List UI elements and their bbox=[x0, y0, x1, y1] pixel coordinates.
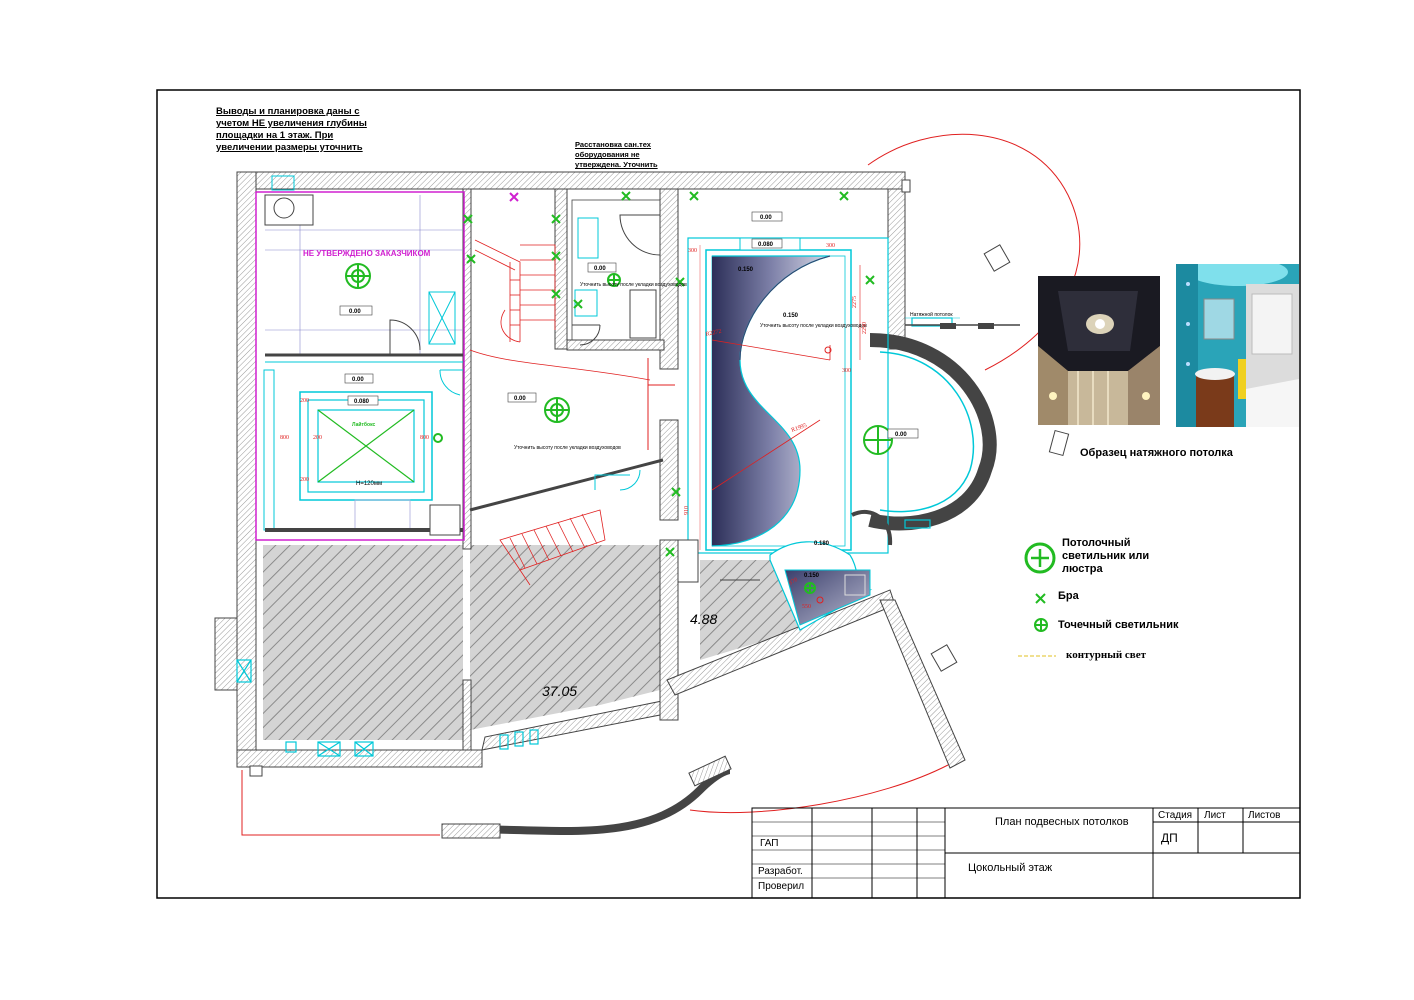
dim-800b: 800 bbox=[420, 435, 429, 441]
depth-note-line-1: Выводы и планировка даны с bbox=[216, 106, 360, 117]
tension-ceiling-label: Натяжной потолок bbox=[910, 311, 953, 318]
level-pool-top: 0.00 bbox=[760, 215, 772, 221]
sample-photo-bathroom bbox=[1176, 264, 1299, 427]
legend-spot: Точечный светильник bbox=[1058, 619, 1179, 631]
legend-ceiling-light-line-1: Потолочный bbox=[1062, 537, 1131, 549]
clarify-bath: Уточнить высоту после укладки воздуховод… bbox=[580, 282, 687, 288]
legend-ceiling-light-line-3: люстра bbox=[1062, 563, 1103, 576]
garage-hatch-left bbox=[263, 545, 463, 740]
depth-note: Выводы и планировка даны с учетом НЕ уве… bbox=[216, 106, 367, 154]
level-hall: 0.00 bbox=[514, 396, 526, 402]
stage-value: ДП bbox=[1161, 831, 1178, 845]
plumbing-note-line-1: Расстановка сан.тех bbox=[575, 140, 651, 149]
level-lightbox: 0.080 bbox=[354, 399, 370, 405]
lightbox-label: Лайтбокс bbox=[352, 421, 376, 428]
dim-2290: 2290 bbox=[862, 322, 868, 334]
dim-200b: 200 bbox=[313, 435, 322, 441]
legend-ceiling-light: Потолочный светильник или люстра bbox=[1062, 537, 1149, 577]
level-lower-a: 0.180 bbox=[814, 541, 830, 547]
storage-hatch bbox=[700, 560, 800, 660]
red-line-bottom bbox=[241, 770, 440, 836]
level-bay: 0.00 bbox=[895, 432, 907, 438]
dim-200a: 200 bbox=[300, 398, 309, 404]
dim-200c: 200 bbox=[300, 477, 309, 483]
garden-arc bbox=[444, 766, 731, 836]
level-lower-b: 0.150 bbox=[804, 573, 820, 579]
dim-300b: 300 bbox=[826, 243, 835, 249]
dim-870: 870 bbox=[788, 577, 799, 587]
level-pool-center: 0.150 bbox=[783, 313, 799, 319]
level-left-mid: 0.00 bbox=[352, 377, 364, 383]
sconces bbox=[463, 191, 875, 557]
lightbox-height: Н=120мм bbox=[356, 481, 382, 487]
plumbing-note: Расстановка сан.тех оборудования не утве… bbox=[575, 140, 658, 170]
drawing-frame bbox=[156, 89, 1301, 899]
gap-label: ГАП bbox=[760, 838, 779, 849]
plumbing-note-line-2: оборудования не bbox=[575, 150, 640, 160]
dim-300c: 300 bbox=[842, 368, 851, 374]
red-arc-bottom bbox=[689, 764, 949, 814]
legend-symbols bbox=[1018, 542, 1056, 657]
depth-note-line-2: учетом НЕ увеличения глубины bbox=[216, 117, 367, 129]
area-garage: 37.05 bbox=[542, 683, 577, 699]
plumbing-note-line-3: утверждена. Уточнить bbox=[575, 160, 658, 170]
level-bath: 0.00 bbox=[594, 266, 606, 272]
dim-800a: 800 bbox=[280, 435, 289, 441]
checked-label: Проверил bbox=[758, 881, 805, 892]
unapproved-label: НЕ УТВЕРЖДЕНО ЗАКАЗЧИКОМ bbox=[303, 249, 431, 258]
level-pool-left: 0.150 bbox=[738, 267, 754, 273]
legend-ceiling-light-line-2: светильник или bbox=[1062, 550, 1150, 563]
stairs-bottom bbox=[499, 509, 606, 586]
drawing-title: План подвесных потолков bbox=[995, 816, 1129, 828]
clarify-hall: Уточнить высоту после укладки воздуховод… bbox=[514, 445, 621, 451]
depth-note-line-4: увеличении размеры уточнить bbox=[216, 141, 363, 153]
stage-header: Стадия bbox=[1158, 810, 1193, 821]
bay-contour bbox=[879, 351, 975, 513]
bay-wall bbox=[868, 333, 997, 531]
ceiling-shape-dark bbox=[712, 256, 830, 546]
developed-label: Разработ. bbox=[758, 866, 803, 877]
dim-300a: 300 bbox=[688, 248, 697, 254]
legend-sconce: Бра bbox=[1058, 590, 1079, 602]
outer-walls bbox=[236, 171, 966, 769]
dim-r2272: R2272 bbox=[705, 329, 722, 338]
level-left-top: 0.00 bbox=[349, 309, 361, 315]
dim-550: 550 bbox=[802, 604, 811, 610]
title-block bbox=[751, 807, 1301, 899]
sample-photo-ceiling bbox=[1038, 276, 1160, 425]
clarify-pool: Уточнить высоту после укладки воздуховод… bbox=[760, 323, 867, 329]
ceiling-lights bbox=[345, 263, 893, 594]
dim-2275: 2275 bbox=[852, 296, 858, 308]
sample-caption: Образец натяжного потолка bbox=[1080, 447, 1233, 459]
dim-910: 910 bbox=[684, 506, 690, 515]
stairs-top bbox=[469, 239, 651, 381]
legend-contour: контурный свет bbox=[1066, 649, 1147, 661]
sheet-subtitle: Цокольный этаж bbox=[968, 862, 1053, 874]
dim-r1995: R1995 bbox=[791, 423, 808, 434]
garage-hatch-right bbox=[470, 545, 660, 730]
sheets-header: Листов bbox=[1248, 810, 1281, 821]
level-pool-frame: 0.080 bbox=[758, 242, 774, 248]
area-storage: 4.88 bbox=[690, 611, 717, 627]
depth-note-line-3: площадки на 1 этаж. При bbox=[216, 129, 334, 141]
unapproved-zone bbox=[255, 191, 465, 541]
sheet-header: Лист bbox=[1204, 810, 1226, 821]
